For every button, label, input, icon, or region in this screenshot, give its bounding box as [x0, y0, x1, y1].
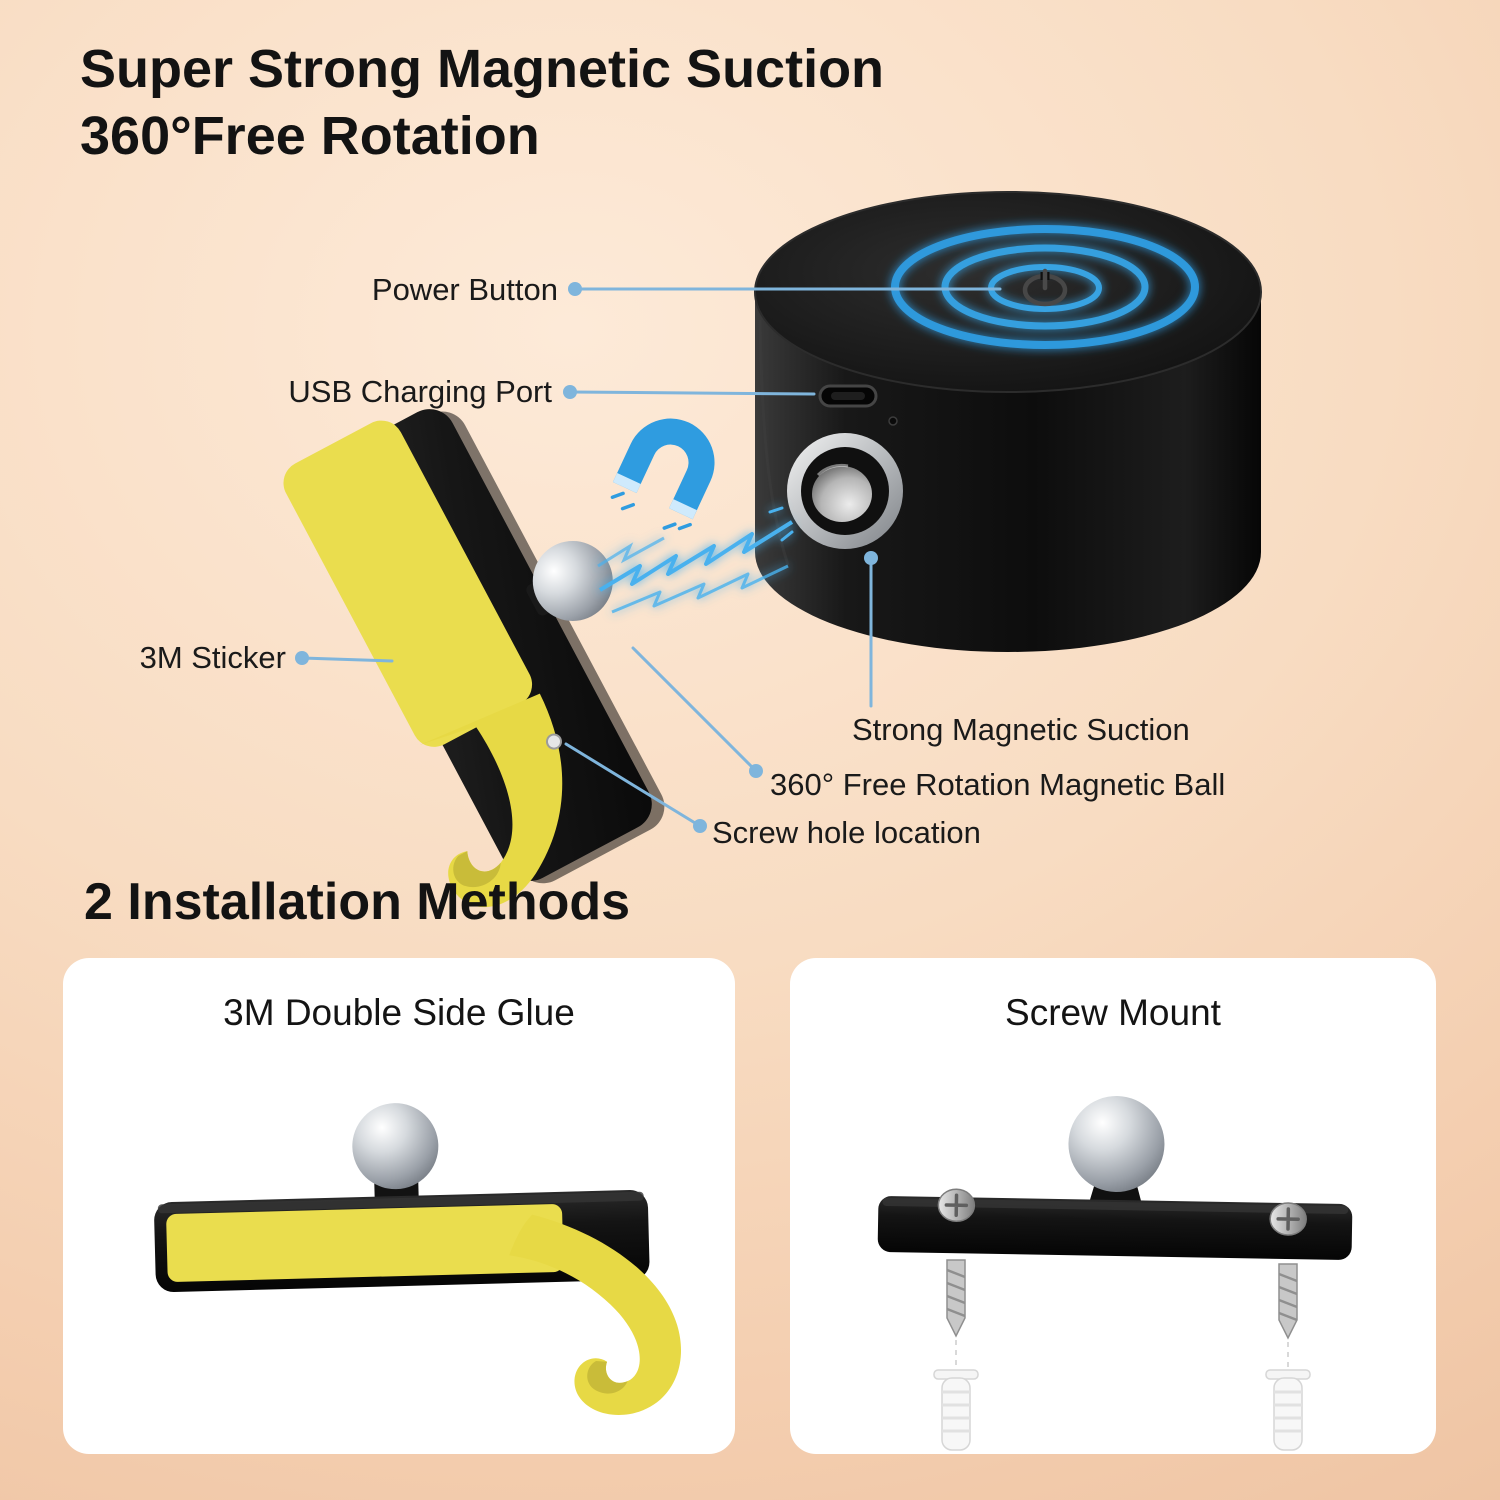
- power-icon: [1022, 268, 1068, 307]
- magnetic-ball: [532, 540, 613, 621]
- installation-card-screw: Screw Mount: [790, 958, 1436, 1454]
- screw-icon-left-shaft: [946, 1259, 966, 1338]
- callout-line-power-button: [568, 282, 1002, 296]
- magnetic-socket: [787, 433, 903, 549]
- callout-line-3m-sticker: [295, 651, 394, 665]
- title-line-2: 360°Free Rotation: [80, 105, 540, 166]
- magnetic-ball: [1068, 1096, 1165, 1193]
- glue-card-title: 3M Double Side Glue: [223, 992, 575, 1033]
- lightning-bolts-icon: [597, 506, 794, 614]
- sticker-3m: [283, 420, 563, 908]
- power-button-label: Power Button: [371, 272, 558, 307]
- strong-magnetic-suction-label: Strong Magnetic Suction: [852, 712, 1190, 747]
- glue-mount-figure: [154, 1103, 681, 1415]
- screw-icon-right-head: [1269, 1202, 1307, 1236]
- sticker-3m-label: 3M Sticker: [139, 640, 286, 675]
- magnet-icon: [610, 418, 715, 531]
- title-line-1: Super Strong Magnetic Suction: [80, 39, 885, 99]
- power-rings: [891, 225, 1199, 349]
- usb-charging-port-label: USB Charging Port: [288, 374, 552, 409]
- callout-line-rotation-ball: [631, 646, 763, 778]
- wall-anchor-icon-left: [933, 1369, 979, 1451]
- mic-hole: [888, 416, 898, 426]
- callout-line-magnetic-suction: [864, 551, 878, 708]
- screw-hole-label: Screw hole location: [712, 815, 981, 850]
- product-scene: [283, 191, 1262, 908]
- callout-line-usb-port: [563, 385, 816, 399]
- page-title: Super Strong Magnetic Suction 360°Free R…: [80, 36, 884, 170]
- installation-card-glue: 3M Double Side Glue: [63, 958, 735, 1454]
- magnetic-ball: [352, 1103, 439, 1190]
- wall-anchor-icon-right: [1265, 1369, 1311, 1451]
- mounting-plate-assembly: [283, 409, 665, 908]
- screw-icon-left-head: [937, 1188, 976, 1222]
- callout-line-screw-hole: [564, 742, 707, 833]
- usb-port: [818, 384, 898, 426]
- sticker-3m-peel: [166, 1204, 681, 1415]
- screw-hole: [545, 733, 562, 750]
- screw-icon-right-shaft: [1278, 1263, 1298, 1340]
- rotation-ball-label: 360° Free Rotation Magnetic Ball: [770, 767, 1226, 802]
- screw-mount-figure: [877, 1096, 1353, 1451]
- installation-heading: 2 Installation Methods: [84, 873, 631, 931]
- callout-lines: [295, 282, 1002, 833]
- screw-card-title: Screw Mount: [1005, 992, 1221, 1033]
